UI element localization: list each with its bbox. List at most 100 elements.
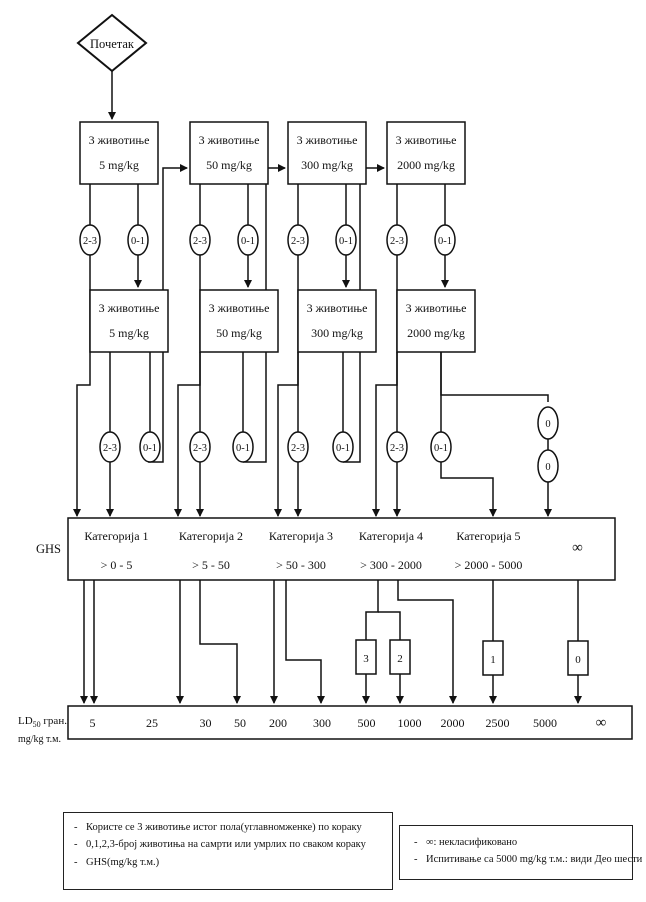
step-box (79, 121, 159, 185)
ld50-value: 1000 (398, 716, 422, 730)
step-dose: 5 mg/kg (99, 158, 139, 172)
outcome-node (139, 431, 161, 463)
legend-item: GHS(mg/kg т.м.) (74, 854, 386, 872)
step-label: 3 животиње (406, 301, 467, 315)
outcome-label: 2-3 (193, 443, 207, 454)
ld50-value: 30 (200, 716, 212, 730)
outcome-node (99, 431, 121, 463)
ld50-value: 5000 (533, 716, 557, 730)
outcome-node (386, 431, 408, 463)
step-dose: 2000 mg/kg (407, 326, 465, 340)
category-name: ∞ (572, 540, 583, 556)
legend-item: Испитивање са 5000 mg/kg т.м.: види Део … (414, 851, 642, 869)
connector (378, 611, 401, 640)
step-dose: 300 mg/kg (311, 326, 363, 340)
animals-box (355, 639, 377, 675)
step-box (287, 121, 367, 185)
outcome-node (79, 224, 101, 256)
step-box (386, 121, 466, 185)
arrow (199, 580, 241, 704)
outcome-label: 2-3 (390, 443, 404, 454)
arrow (73, 255, 91, 517)
step-box (396, 289, 476, 353)
arrow (174, 255, 201, 517)
step-dose: 50 mg/kg (216, 326, 262, 340)
step-box (199, 289, 279, 353)
category-name: Категорија 4 (359, 529, 423, 543)
step-label: 3 животиње (199, 133, 260, 147)
outcome-node (287, 431, 309, 463)
arrow (285, 580, 325, 704)
ld50-value: 200 (269, 716, 287, 730)
ld50-value: 50 (234, 716, 246, 730)
legend-item: ∞: некласификовано (414, 834, 626, 852)
animals-box (389, 639, 411, 675)
legend-box: Користе се 3 животиње истог пола(углавно… (63, 812, 393, 890)
step-label: 3 животиње (396, 133, 457, 147)
outcome-node (537, 449, 559, 483)
ghs-label: GHS (36, 542, 61, 556)
animals-count: 3 (363, 653, 369, 665)
step-box (189, 121, 269, 185)
category-range: > 50 - 300 (276, 558, 326, 572)
start-node (76, 13, 148, 73)
outcome-node (434, 224, 456, 256)
category-range: > 300 - 2000 (360, 558, 422, 572)
arrow (372, 255, 398, 517)
category-range: > 5 - 50 (192, 558, 230, 572)
ld50-value: 2500 (486, 716, 510, 730)
outcome-label: 0-1 (241, 236, 255, 247)
outcome-label: 0 (545, 462, 550, 473)
ld50-unit: mg/kg т.м. (18, 734, 61, 745)
ghs-table (67, 517, 616, 581)
outcome-label: 2-3 (291, 236, 305, 247)
outcome-node (237, 224, 259, 256)
category-name: Категорија 5 (456, 529, 520, 543)
outcome-label: 2-3 (83, 236, 97, 247)
step-label: 3 животиње (307, 301, 368, 315)
outcome-label: 2-3 (291, 443, 305, 454)
category-name: Категорија 2 (179, 529, 243, 543)
category-name: Категорија 3 (269, 529, 333, 543)
category-range: > 0 - 5 (101, 558, 133, 572)
connector (440, 352, 549, 402)
step-label: 3 животиње (297, 133, 358, 147)
step-box (297, 289, 377, 353)
outcome-node (335, 224, 357, 256)
step-label: 3 животиње (99, 301, 160, 315)
step-dose: 50 mg/kg (206, 158, 252, 172)
arrow (440, 462, 497, 517)
outcome-node (430, 431, 452, 463)
animals-count: 1 (490, 654, 496, 666)
animals-box (482, 640, 504, 676)
outcome-node (189, 224, 211, 256)
outcome-node (189, 431, 211, 463)
outcome-node (537, 406, 559, 440)
outcome-label: 0-1 (336, 443, 350, 454)
outcome-label: 0-1 (236, 443, 250, 454)
animals-count: 2 (397, 653, 403, 665)
ld50-value: ∞ (596, 715, 607, 731)
step-dose: 300 mg/kg (301, 158, 353, 172)
legend-box: ∞: некласификовано Испитивање са 5000 mg… (399, 825, 642, 880)
connector (365, 580, 379, 640)
outcome-label: 0-1 (438, 236, 452, 247)
outcome-label: 2-3 (103, 443, 117, 454)
start-label: Почетак (90, 37, 135, 51)
step-dose: 5 mg/kg (109, 326, 149, 340)
outcome-node (287, 224, 309, 256)
legend-item: Користе се 3 животиње истог пола(углавно… (74, 819, 386, 837)
step-label: 3 животиње (209, 301, 270, 315)
ld50-value: 2000 (441, 716, 465, 730)
ld50-value: 500 (358, 716, 376, 730)
outcome-node (127, 224, 149, 256)
category-range: > 2000 - 5000 (455, 558, 523, 572)
outcome-label: 0-1 (131, 236, 145, 247)
animals-count: 0 (575, 654, 581, 666)
arrow (397, 580, 457, 704)
outcome-node (386, 224, 408, 256)
step-dose: 2000 mg/kg (397, 158, 455, 172)
outcome-label: 0-1 (339, 236, 353, 247)
step-box (89, 289, 169, 353)
